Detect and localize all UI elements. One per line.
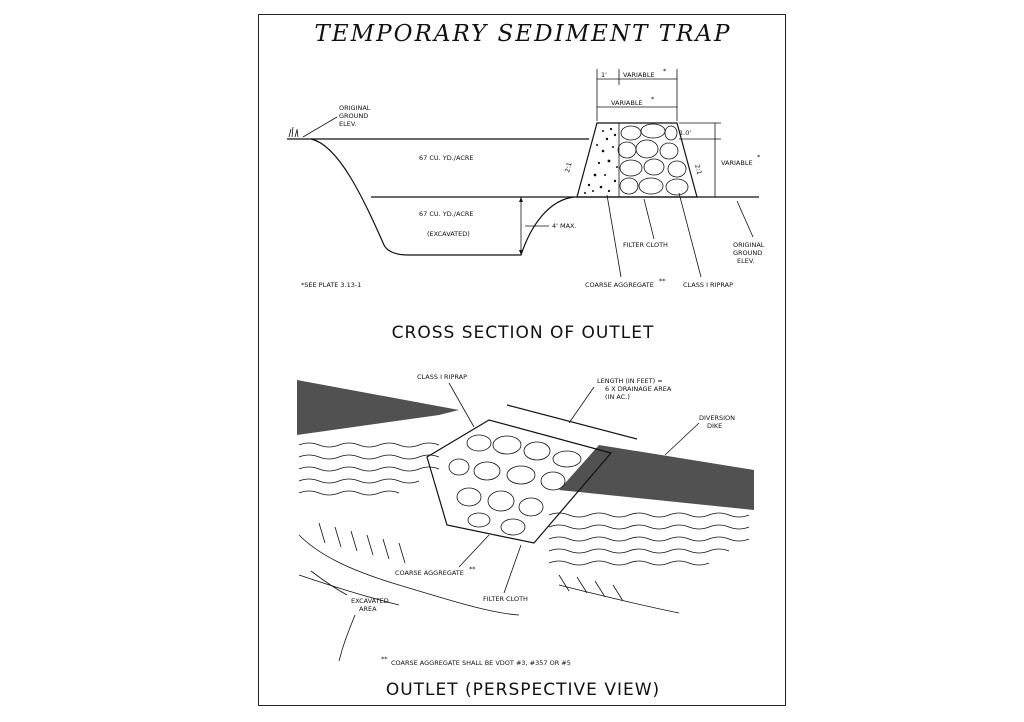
outlet-stones — [448, 434, 582, 536]
upper-volume-label: 67 CU. YD./ACRE — [419, 154, 474, 162]
original-ground-right-3: ELEV. — [737, 257, 755, 265]
excavated-label: (EXCAVATED) — [427, 230, 470, 238]
excavated-area-leader — [338, 614, 356, 662]
slope-right-label: 2:1 — [693, 163, 703, 175]
diversion-dike-label-2: DIKE — [707, 422, 722, 430]
dike-slope-texture-left — [298, 442, 440, 496]
perspective-diagram: CLASS I RIPRAP LENGTH (IN FEET) = 6 X DR… — [297, 373, 754, 667]
dike-top-left — [297, 380, 459, 435]
coarse-aggregate-label: COARSE AGGREGATE — [585, 281, 654, 289]
coarse-aggregate-fill — [584, 127, 618, 194]
asterisk-1: * — [663, 67, 667, 75]
outlet-riprap-polygon — [426, 419, 613, 544]
excavated-area-label-2: AREA — [359, 605, 377, 613]
excavated-area-lines — [298, 522, 680, 616]
dike-top-right — [559, 445, 754, 510]
original-ground-right-2: GROUND — [733, 249, 762, 257]
lower-volume-label: 67 CU. YD./ACRE — [419, 210, 474, 218]
dim-variable-side-label: VARIABLE — [721, 159, 753, 167]
see-plate-note: *SEE PLATE 3.13-1 — [301, 281, 361, 289]
riprap-stones — [617, 123, 689, 197]
perspective-filter-label: FILTER CLOTH — [483, 595, 528, 603]
original-ground-left-2: GROUND — [339, 112, 368, 120]
perspective-riprap-label: CLASS I RIPRAP — [417, 373, 467, 381]
dike-slope-texture-right — [548, 512, 750, 566]
excavated-area-label-1: EXCAVATED — [351, 597, 389, 605]
dim-1ft-label: 1' — [601, 71, 607, 79]
double-asterisk-2: ** — [469, 565, 476, 573]
drawing-title: TEMPORARY SEDIMENT TRAP — [315, 21, 732, 47]
slope-left-label: 2:1 — [563, 161, 573, 173]
diversion-dike-label-1: DIVERSION — [699, 414, 735, 422]
dim-variable-top-label: VARIABLE — [623, 71, 655, 79]
class-riprap-label: CLASS I RIPRAP — [683, 281, 733, 289]
asterisk-2: * — [651, 95, 655, 103]
original-ground-left-1: ORIGINAL — [339, 104, 371, 112]
outlet-stone-section — [576, 122, 698, 198]
sediment-trap-drawing: TEMPORARY SEDIMENT TRAP — [287, 21, 765, 700]
drawing-sheet: TEMPORARY SEDIMENT TRAP — [258, 14, 786, 706]
asterisk-3: * — [757, 153, 761, 161]
filter-cloth-label: FILTER CLOTH — [623, 241, 668, 249]
length-dimension-line — [506, 404, 638, 440]
length-label-1: LENGTH (IN FEET) = — [597, 377, 663, 385]
length-label-3: (IN AC.) — [605, 393, 630, 401]
dim-variable-mid-label: VARIABLE — [611, 99, 643, 107]
original-ground-right-1: ORIGINAL — [733, 241, 765, 249]
cross-section-heading: CROSS SECTION OF OUTLET — [392, 323, 655, 343]
cross-section-diagram: 4' MAX. 67 CU. YD./ACRE 67 CU. YD./ACRE … — [287, 67, 765, 289]
original-ground-left-3: ELEV. — [339, 120, 357, 128]
max-depth-label: 4' MAX. — [552, 222, 577, 230]
aggregate-note: COARSE AGGREGATE SHALL BE VDOT #3, #357 … — [391, 659, 571, 667]
double-asterisk-3: ** — [381, 655, 388, 663]
length-label-2: 6 X DRAINAGE AREA — [605, 385, 672, 393]
dim-1-0-label: 1.0' — [679, 129, 691, 137]
perspective-heading: OUTLET (PERSPECTIVE VIEW) — [386, 680, 660, 700]
grass-tuft-icon — [288, 126, 299, 138]
excavation-profile — [287, 138, 575, 256]
perspective-aggregate-label: COARSE AGGREGATE — [395, 569, 464, 577]
double-asterisk-1: ** — [659, 277, 666, 285]
